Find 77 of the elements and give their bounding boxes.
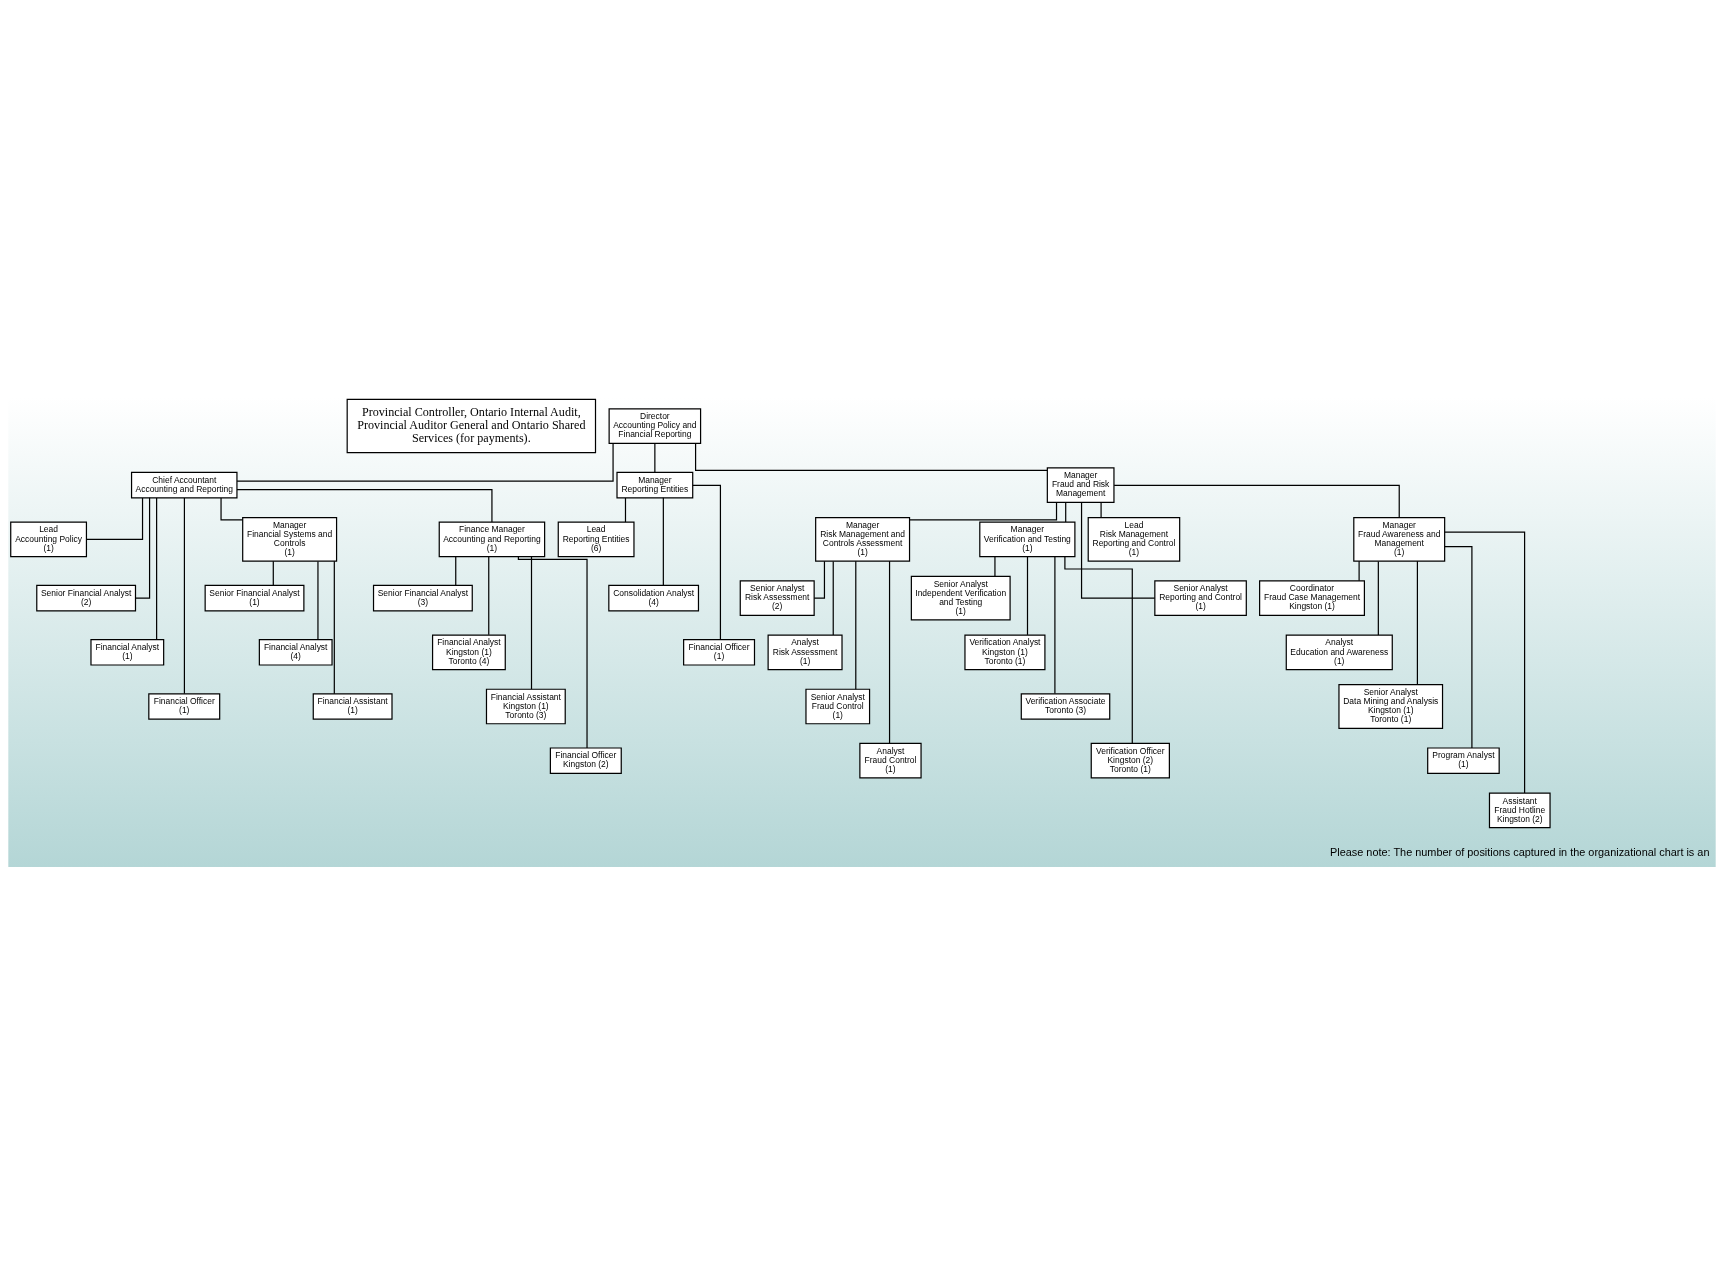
node-box: Consolidation Analyst (4) <box>608 584 700 612</box>
node-box: Financial Analyst (1) <box>90 638 165 666</box>
node-box: Coordinator Fraud Case Management Kingston (1) <box>1259 580 1365 616</box>
connector <box>1026 556 1029 636</box>
connector <box>1100 501 1102 518</box>
connector <box>183 497 185 695</box>
node-box: Senior Analyst Independent Verification and Testing (1) <box>910 575 1011 621</box>
node-box: Provincial Controller, Ontario Internal Audit, Provincial Auditor General and Ontario Shared Services (for payments). <box>346 398 597 454</box>
connector <box>220 497 244 521</box>
connector <box>1377 560 1379 636</box>
connector <box>85 497 144 540</box>
connector <box>908 501 1058 521</box>
node-box: Senior Analyst Reporting and Control (1) <box>1154 580 1247 616</box>
node-box: Senior Analyst Risk Assessment (2) <box>739 580 815 616</box>
connector <box>1064 556 1133 744</box>
node-box: Manager Fraud Awareness and Management (1) <box>1353 516 1446 562</box>
node-box: Manager Verification and Testing (1) <box>979 521 1076 558</box>
connector <box>236 442 614 482</box>
node-box: Verification Officer Kingston (2) Toronto (1) <box>1090 742 1170 779</box>
node-box: Director Accounting Policy and Financial Reporting <box>608 408 702 444</box>
connector <box>134 497 151 599</box>
connector <box>272 560 274 586</box>
connector <box>813 560 826 599</box>
node-box: Manager Fraud and Risk Management <box>1046 467 1115 503</box>
connector <box>1358 560 1360 582</box>
connector <box>1444 546 1473 749</box>
connector <box>156 497 158 640</box>
node-box: Analyst Risk Assessment (1) <box>767 634 843 671</box>
node-box: Financial Analyst (4) <box>258 638 333 666</box>
connector <box>654 442 656 473</box>
connector <box>1065 501 1067 523</box>
connector <box>624 497 627 523</box>
label: Please note: The number of positions captured in the organizational chart is an <box>1330 846 1710 859</box>
connector <box>455 556 457 586</box>
node-box: Program Analyst (1) <box>1427 747 1500 775</box>
node-box: Finance Manager Accounting and Reporting (1) <box>438 521 546 558</box>
connector <box>695 442 1048 471</box>
connector <box>317 560 319 641</box>
connector <box>488 556 490 636</box>
node-box: Analyst Fraud Control (1) <box>859 742 922 779</box>
node-box: Manager Reporting Entities <box>616 471 694 499</box>
node-box: Verification Associate Toronto (3) <box>1020 693 1111 720</box>
connector <box>662 497 664 586</box>
node-box: Financial Assistant (1) <box>312 693 393 720</box>
node-box: Financial Officer (1) <box>148 693 221 720</box>
connector <box>1416 560 1418 686</box>
node-box: Financial Assistant Kingston (1) Toronto (3) <box>485 688 566 725</box>
connector <box>1113 484 1400 518</box>
connector <box>333 560 335 695</box>
node-box: Lead Reporting Entities (6) <box>557 521 635 558</box>
node-box: Chief Accountant Accounting and Reporting <box>130 471 238 499</box>
node-box: Senior Financial Analyst (1) <box>204 584 305 612</box>
connector <box>1054 556 1056 695</box>
connector <box>1444 531 1526 794</box>
connector <box>832 560 834 636</box>
node-box: Senior Financial Analyst (3) <box>372 584 473 612</box>
connector <box>994 556 996 577</box>
connector <box>855 560 857 690</box>
node-box: Financial Officer Kingston (2) <box>549 747 622 775</box>
node-box: Financial Officer (1) <box>683 638 756 666</box>
connector <box>888 560 891 744</box>
node-box: Senior Analyst Data Mining and Analysis Kingston (1) Toronto (1) <box>1338 684 1444 729</box>
node-box: Manager Risk Management and Controls Assessment (1) <box>815 516 911 562</box>
node-box: Senior Financial Analyst (2) <box>36 584 137 612</box>
node-box: Analyst Education and Awareness (1) <box>1285 634 1393 671</box>
connector <box>1080 501 1156 599</box>
connector <box>517 556 588 749</box>
node-box: Senior Analyst Fraud Control (1) <box>805 688 871 725</box>
node-box: Assistant Fraud Hotline Kingston (2) <box>1488 792 1551 829</box>
node-box: Financial Analyst Kingston (1) Toronto (4) <box>431 634 506 671</box>
connector <box>530 556 533 690</box>
node-box: Lead Accounting Policy (1) <box>10 521 88 558</box>
connector <box>236 489 493 523</box>
node-box: Manager Financial Systems and Controls (1) <box>242 516 338 562</box>
node-box: Verification Analyst Kingston (1) Toronto (1) <box>964 634 1046 671</box>
node-box: Lead Risk Management Reporting and Control (1) <box>1087 516 1181 562</box>
connector <box>692 484 722 641</box>
